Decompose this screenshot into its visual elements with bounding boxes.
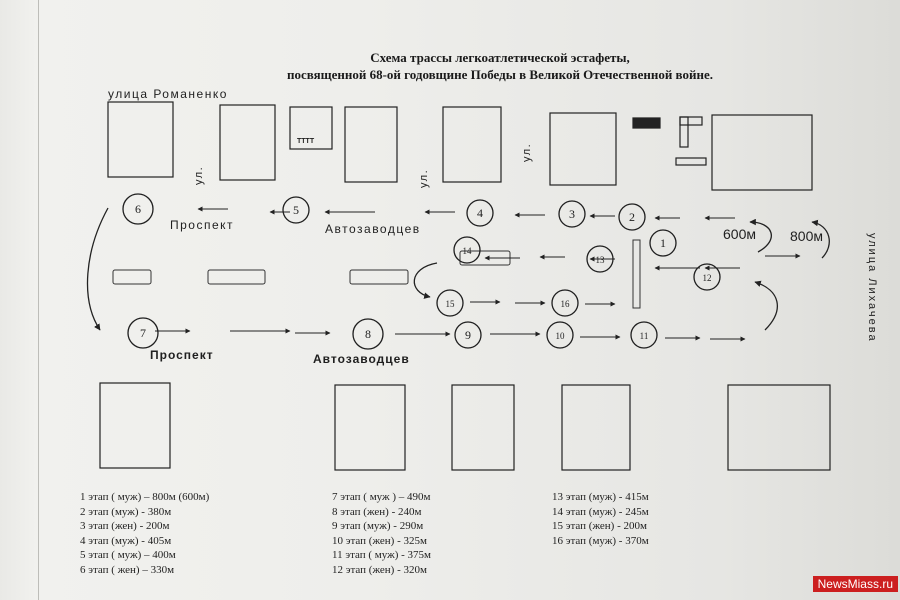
building [549,112,617,186]
stage-entry: 12 этап (жен) - 320м [332,563,427,576]
paper-fold-line [38,0,39,600]
stage-number: 16 [561,299,571,309]
building [679,116,689,148]
stage-number: 2 [629,210,635,224]
building-label: ТТТТ [297,138,315,145]
street-label-romanenko: улица Романенко [108,87,228,101]
stage-list-col3: 13 этап (муж) - 415м 14 этап (муж) - 245… [552,490,649,548]
distance-label-600m: 600м [723,226,756,242]
stage-entry: 15 этап (жен) - 200м [552,520,647,532]
building [107,101,174,178]
stage-circle [558,200,586,228]
stage-circle [127,317,159,349]
median-strip [349,269,409,285]
building [675,157,707,166]
stage-entry: 9 этап (муж) - 290м [332,520,424,532]
street-label-likhacheva: улица Лихачева [866,233,878,343]
stage-number: 9 [465,328,471,342]
stage-number: 14 [463,246,473,256]
stage-circle [454,321,482,349]
stage-number: 5 [293,203,299,217]
turn-arrow [749,218,772,253]
building [711,114,813,191]
stage-entry: 3 этап (жен) - 200м [80,520,170,532]
distance-label-800m: 800м [790,228,823,244]
stage-number: 6 [135,202,141,216]
watermark-logo: NewsMiass.ru [812,576,898,592]
median-strip [207,269,266,285]
stage-entry: 14 этап (муж) - 245м [552,505,649,518]
stage-circle [586,245,614,273]
median-strip [112,269,152,285]
stage-entry: 5 этап ( муж) – 400м [80,549,176,561]
stage-number: 4 [477,206,483,220]
turn-arrow [413,262,438,299]
stage-entry: 8 этап (жен) - 240м [332,505,422,518]
stage-number: 10 [556,331,566,341]
stage-list-col1: 1 этап ( муж) – 800м (600м) 2 этап (муж)… [80,490,209,577]
stage-entry: 1 этап ( муж) – 800м (600м) [80,491,210,503]
building [334,384,406,471]
stage-entry: 7 этап ( муж ) – 490м [332,491,431,503]
street-label-avtozavodtsev-top: Автозаводцев [325,222,421,236]
stage-entry: 16 этап (муж) - 370м [552,534,649,547]
stage-number: 11 [640,331,649,341]
stage-number: 8 [365,327,371,341]
stage-circle [693,263,721,291]
street-label-ul-3: ул. [521,142,533,162]
median-strip [632,239,641,309]
street-label-ul-2: ул. [418,168,430,188]
street-label-ul-1: ул. [193,165,205,185]
building [219,104,276,181]
stage-circle [630,321,658,349]
stage-number: 13 [596,255,606,265]
stage-number: 1 [660,236,666,250]
building [442,106,502,183]
building [727,384,831,471]
diagram-title-line1: Схема трассы легкоатлетической эстафеты, [370,50,630,65]
stage-circle [122,193,154,225]
stage-circle [282,196,310,224]
building [289,106,333,150]
building [99,382,171,469]
stage-entry: 4 этап (муж) - 405м [80,534,172,547]
stage-circle [546,321,574,349]
building [679,116,703,126]
stage-circle [551,289,579,317]
street-label-avtozavodtsev-bottom: Автозаводцев [313,352,410,366]
stage-entry: 11 этап ( муж) - 375м [332,549,431,561]
street-label-prospect-top: Проспект [170,218,235,232]
stage-entry: 10 этап (жен) - 325м [332,534,427,547]
street-label-prospect-bottom: Проспект [150,348,214,362]
stage-list-col2: 7 этап ( муж ) – 490м 8 этап (жен) - 240… [332,490,431,577]
diagram-title-line2: посвященной 68-ой годовщине Победы в Вел… [286,67,713,82]
flag-marker [632,117,661,129]
stage-circle [649,229,677,257]
building [344,106,398,183]
stage-number: 12 [703,273,712,283]
stage-number: 7 [140,326,146,340]
stage-circle [453,236,481,264]
turn-arrow [811,219,830,259]
stage-circle [466,199,494,227]
turn-arrow [86,207,109,331]
stage-circle [352,318,384,350]
stage-number: 3 [569,207,575,221]
stage-entry: 13 этап (муж) - 415м [552,491,649,503]
stage-entry: 6 этап ( жен) – 330м [80,563,175,576]
building [451,384,515,471]
stage-circle [436,289,464,317]
building [561,384,631,471]
turn-arrow [754,280,778,331]
stage-number: 15 [446,299,456,309]
stage-circle [618,203,646,231]
stage-entry: 2 этап (муж) - 380м [80,505,172,518]
